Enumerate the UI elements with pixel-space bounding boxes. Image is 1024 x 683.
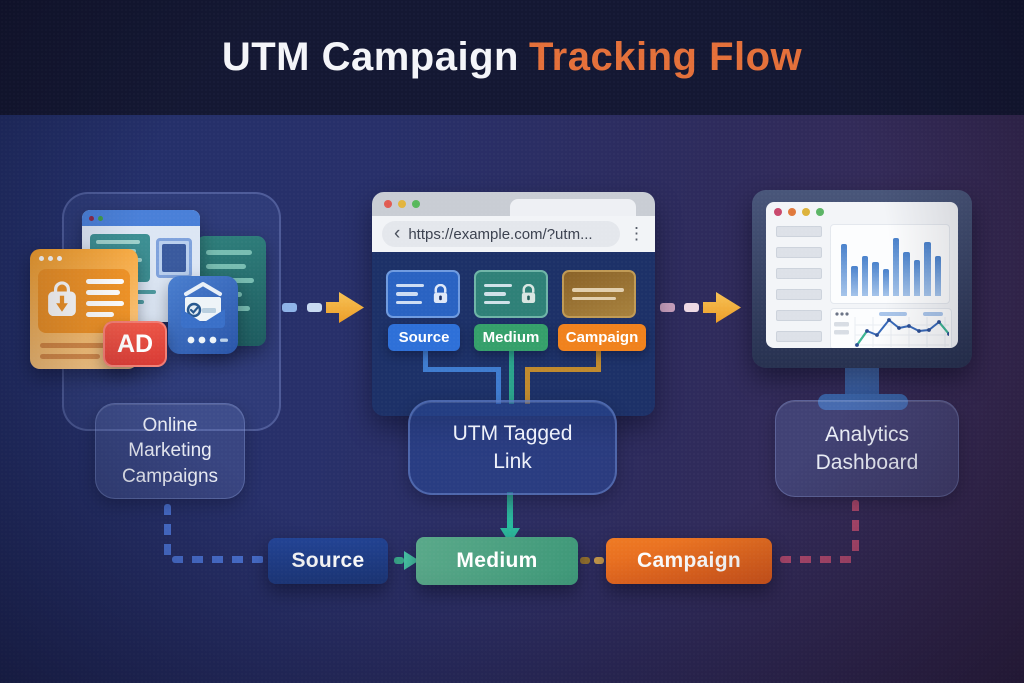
campaign-chip[interactable]: Campaign xyxy=(558,324,646,351)
flow-dash xyxy=(580,557,590,564)
url-bar[interactable]: ‹ https://example.com/?utm... xyxy=(382,221,620,247)
source-chip-text: Source xyxy=(398,329,450,346)
flow-arrow-right-icon xyxy=(703,292,741,323)
title-white: UTM Campaign xyxy=(221,35,519,79)
text-line xyxy=(40,354,100,359)
text-line xyxy=(96,240,140,244)
sidebar-item xyxy=(776,331,822,342)
bar xyxy=(872,262,879,296)
sidebar-item xyxy=(776,310,822,321)
flow-dash xyxy=(282,303,297,312)
campaign-connector xyxy=(596,351,601,371)
line-chart xyxy=(834,312,951,347)
email-card xyxy=(168,276,238,354)
bar xyxy=(882,269,890,296)
flow-dash xyxy=(307,303,322,312)
medium-param-card xyxy=(474,270,548,318)
bar xyxy=(924,242,931,296)
window-dot-icon xyxy=(98,215,103,221)
campaign-chip-text: Campaign xyxy=(565,329,639,346)
campaign-connector xyxy=(525,367,601,372)
text-line xyxy=(206,250,252,255)
text-line xyxy=(40,343,122,348)
url-text: https://example.com/?utm... xyxy=(408,225,593,243)
traffic-light-icons xyxy=(384,200,420,208)
flow-source-text: Source xyxy=(291,549,365,572)
image-placeholder-icon xyxy=(156,238,192,278)
bar xyxy=(893,238,900,296)
window-dot-icon xyxy=(89,215,94,221)
bar xyxy=(861,256,869,296)
email-open-icon xyxy=(181,282,228,344)
campaign-connector xyxy=(525,367,530,404)
flow-medium-box[interactable]: Medium xyxy=(416,537,578,585)
shopping-bag-icon xyxy=(48,281,76,316)
utm-link-node-text: UTM Tagged Link xyxy=(452,421,573,473)
utm-link-node-label: UTM Tagged Link xyxy=(408,400,617,495)
campaigns-to-source-connector xyxy=(164,504,171,558)
campaigns-to-source-connector xyxy=(172,556,264,563)
campaigns-node-label: Online Marketing Campaigns xyxy=(95,403,245,499)
flow-source-box[interactable]: Source xyxy=(268,538,388,584)
source-chip[interactable]: Source xyxy=(388,324,460,351)
analytics-monitor xyxy=(752,190,972,368)
flow-campaign-text: Campaign xyxy=(637,549,741,572)
browser-menu-icon[interactable]: ⋮ xyxy=(628,224,645,243)
text-line xyxy=(206,264,246,269)
lock-icon xyxy=(433,283,448,303)
back-chevron-icon[interactable]: ‹ xyxy=(394,222,401,244)
browser-titlebar xyxy=(372,192,655,216)
source-connector xyxy=(423,351,428,371)
campaign-param-card xyxy=(562,270,636,318)
flow-dash xyxy=(394,557,404,564)
flow-dash xyxy=(594,557,604,564)
line-chart-panel xyxy=(830,308,952,348)
small-arrow-right-icon xyxy=(404,551,419,570)
analytics-node-label: Analytics Dashboard xyxy=(775,400,959,497)
source-connector xyxy=(423,367,501,372)
bar xyxy=(841,244,848,296)
ad-badge-text: AD xyxy=(116,329,154,358)
monitor-base xyxy=(818,394,908,410)
title-accent: Tracking Flow xyxy=(528,35,803,79)
bar xyxy=(913,260,921,296)
medium-chip[interactable]: Medium xyxy=(474,324,548,351)
flow-dash xyxy=(660,303,675,312)
flow-medium-text: Medium xyxy=(456,549,538,572)
campaign-to-analytics-connector xyxy=(780,556,858,563)
sidebar-item xyxy=(776,289,822,300)
text-lines xyxy=(86,279,124,323)
window-dots xyxy=(774,208,824,216)
sidebar-item xyxy=(776,247,822,258)
analytics-node-text: Analytics Dashboard xyxy=(815,422,919,474)
flow-campaign-box[interactable]: Campaign xyxy=(606,538,772,584)
url-row: ‹ https://example.com/?utm... ⋮ xyxy=(372,216,655,252)
website-titlebar xyxy=(82,210,200,226)
lock-icon xyxy=(521,283,536,303)
flow-arrow-right-icon xyxy=(326,292,364,323)
sidebar-item xyxy=(776,226,822,237)
bar xyxy=(903,252,910,296)
flow-arrow-down-icon xyxy=(500,492,520,544)
bar xyxy=(851,266,858,296)
bar-chart xyxy=(830,224,950,304)
browser-tab[interactable] xyxy=(510,199,636,216)
dashboard-screen xyxy=(766,202,958,348)
source-connector xyxy=(496,367,501,404)
source-param-card xyxy=(386,270,460,318)
campaign-to-analytics-connector xyxy=(852,500,859,556)
medium-connector xyxy=(509,351,514,404)
browser-window: ‹ https://example.com/?utm... ⋮ xyxy=(372,192,655,416)
window-dots xyxy=(39,256,62,261)
flow-dash xyxy=(684,303,699,312)
ad-badge: AD xyxy=(103,321,167,367)
sidebar-item xyxy=(776,268,822,279)
medium-chip-text: Medium xyxy=(482,329,540,346)
bar xyxy=(934,256,942,296)
campaigns-node-text: Online Marketing Campaigns xyxy=(121,415,219,487)
